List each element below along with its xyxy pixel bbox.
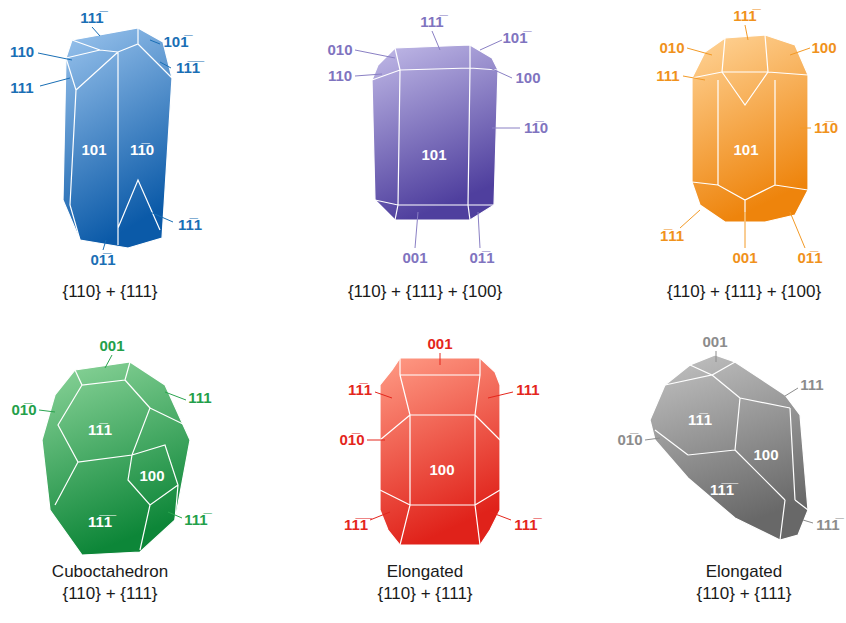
crystal-shape	[42, 362, 190, 555]
face-index-label: 01̅1	[90, 251, 115, 268]
face-index-label: 11̅0	[130, 141, 154, 158]
face-index-label: 001	[427, 335, 452, 352]
face-index-label: 001	[732, 249, 757, 266]
caption: Elongated	[387, 562, 464, 582]
face-index-label: 101̅	[502, 29, 527, 46]
face-index-label: 111̅	[184, 511, 207, 528]
crystal-shape	[66, 28, 172, 245]
face-index-label: 11̅1	[688, 411, 712, 428]
face-index-label: 101̅	[163, 33, 188, 50]
face-index-label: 111	[656, 67, 679, 84]
face-index-label: 100	[515, 69, 540, 86]
face-index-label: 01̅1	[469, 249, 494, 266]
face-index-label: 111̅	[420, 13, 443, 30]
face-index-label: 111	[10, 79, 33, 96]
face-index-label: 001	[702, 333, 727, 350]
caption: {110} + {111}	[62, 282, 157, 302]
purple-crystal	[372, 45, 498, 220]
face-index-label: 11̅0	[814, 119, 838, 136]
face-index-label: 101	[81, 141, 106, 158]
crystal-shape	[355, 31, 520, 248]
caption: Elongated	[706, 562, 783, 582]
face-index-label: 111	[188, 389, 211, 406]
green-crystal	[42, 362, 190, 555]
crystal-shape	[55, 362, 185, 550]
crystal-shape	[680, 25, 811, 248]
caption: {110} + {111}	[62, 584, 157, 604]
face-index-label: 111̅	[80, 9, 103, 26]
leader-lines	[38, 25, 813, 523]
face-index-label: 01̅0	[11, 401, 36, 418]
crystal-shape	[692, 35, 808, 222]
crystal-shape	[692, 35, 808, 222]
red-crystal	[380, 358, 500, 545]
face-index-label: 11̅1	[348, 381, 372, 398]
face-index-label: 010	[327, 41, 352, 58]
crystal-shape	[38, 27, 173, 250]
face-index-label: 11̅1̅	[176, 59, 200, 76]
crystal-shape	[650, 355, 808, 540]
face-index-label: 100	[811, 39, 836, 56]
face-index-label: 111	[516, 381, 539, 398]
face-index-label: 010	[659, 39, 684, 56]
face-index-label: 11̅1	[88, 421, 112, 438]
face-index-label: 1̅11	[660, 227, 684, 244]
crystal-shape	[380, 358, 500, 545]
face-index-label: 01̅0	[339, 431, 364, 448]
face-index-label: 01̅1	[797, 249, 822, 266]
face-index-label: 001	[99, 337, 124, 354]
face-index-label: 11̅1̅	[344, 516, 368, 533]
face-index-label: 11̅1̅	[88, 513, 112, 530]
crystal-shape	[655, 362, 808, 540]
face-index-label: 100	[753, 446, 778, 463]
face-index-label: 101	[733, 141, 758, 158]
caption: {110} + {111}	[377, 584, 472, 604]
grey-crystal	[650, 355, 808, 540]
face-index-label: 11̅1	[178, 216, 202, 233]
crystal-shape	[372, 45, 498, 220]
face-index-label: 101	[421, 146, 446, 163]
face-index-label: 11̅0	[524, 119, 548, 136]
face-index-label: 111̅	[514, 516, 537, 533]
face-index-label: 111̅	[816, 516, 839, 533]
face-index-label: 111	[800, 376, 823, 393]
face-index-label: 100	[429, 461, 454, 478]
face-index-label: 111̅	[733, 7, 756, 24]
crystal-shape	[380, 358, 500, 545]
crystal-shape	[645, 351, 813, 523]
caption: {110} + {111}	[696, 584, 791, 604]
crystal-shape	[367, 353, 513, 520]
face-index-label: 11̅1̅	[710, 481, 734, 498]
face-index-label: 100	[139, 467, 164, 484]
caption: {110} + {111} + {100}	[667, 282, 821, 302]
face-index-label: 001	[402, 249, 427, 266]
face-index-label: 110	[328, 67, 352, 84]
caption: {110} + {111} + {100}	[348, 282, 502, 302]
face-index-label: 110	[10, 43, 34, 60]
face-index-label: 01̅0	[617, 431, 642, 448]
caption: Cuboctahedron	[52, 562, 168, 582]
crystal-shape	[372, 45, 498, 220]
orange-crystal	[692, 35, 808, 222]
crystal-shape	[39, 355, 186, 518]
